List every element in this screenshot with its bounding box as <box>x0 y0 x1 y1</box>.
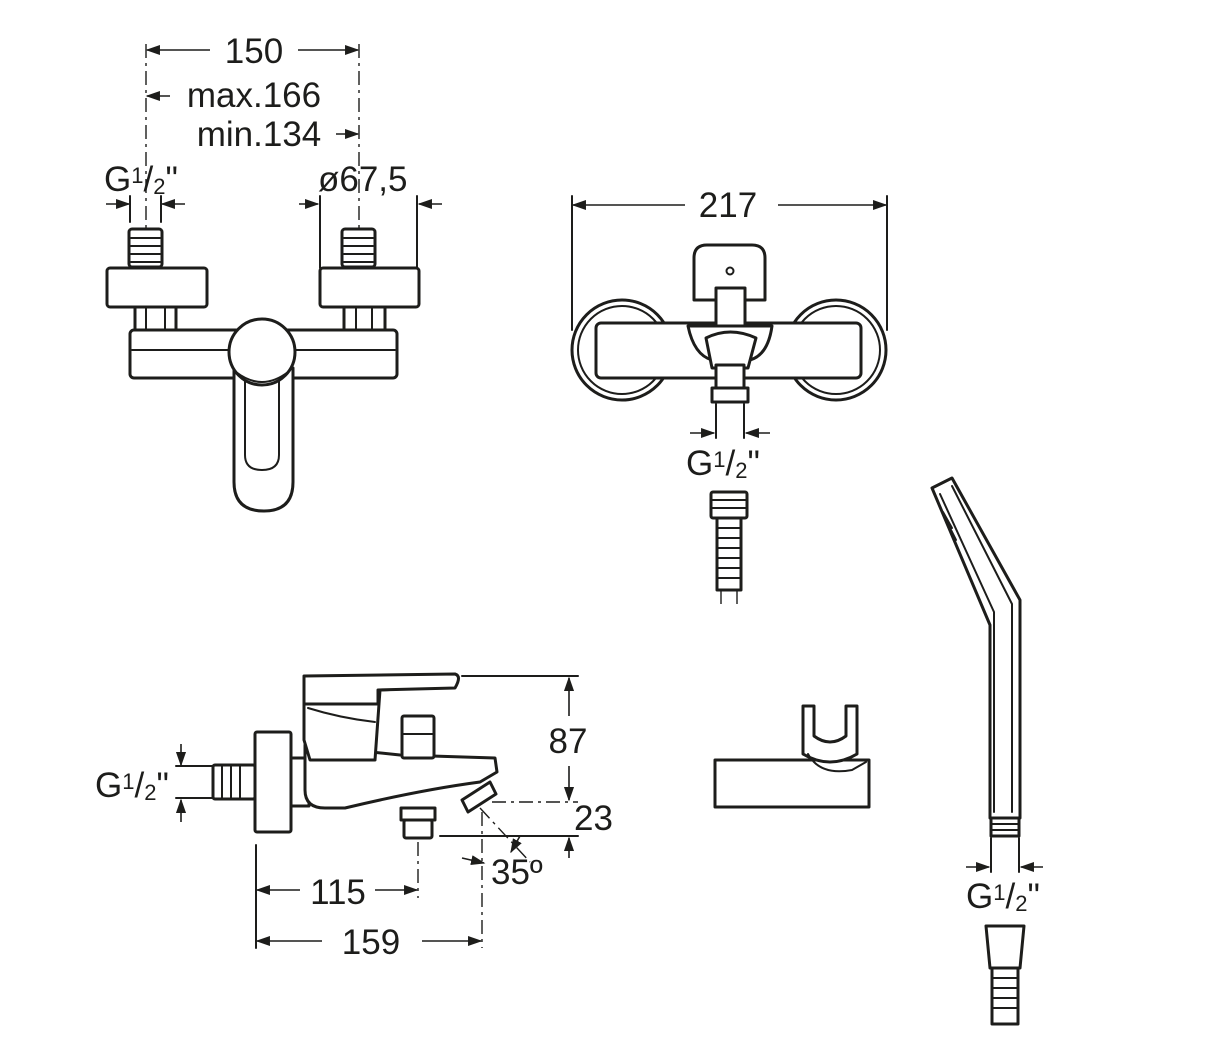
hand-shower: G1/2" <box>930 476 1043 1026</box>
top-view: 150 max.166 min.134 G1/2" ø67,5 <box>104 32 442 513</box>
dim-23-label: 23 <box>574 799 613 838</box>
wall-bracket <box>713 704 871 809</box>
hose-nut-front <box>709 490 749 520</box>
shower-head <box>930 476 1022 820</box>
flange-left <box>105 266 209 309</box>
dim-35-label: 35º <box>491 853 543 892</box>
bracket-bar <box>713 758 871 809</box>
dim-87-label: 87 <box>549 722 588 761</box>
dim-159-label: 159 <box>342 923 400 962</box>
spout-top <box>232 366 295 513</box>
side-connector <box>211 763 257 801</box>
front-view: 217 G1/2" <box>570 186 888 605</box>
thread-label-top-left: G1/2" <box>104 160 178 199</box>
dim-150-label: 150 <box>225 32 283 71</box>
flange-right <box>318 266 421 309</box>
lever-cap <box>227 317 297 387</box>
thread-label-front: G1/2" <box>686 444 760 483</box>
dim-max-166-label: max.166 <box>187 76 321 115</box>
bracket-holder <box>801 704 859 764</box>
dim-diameter-label: ø67,5 <box>318 160 408 199</box>
dim-217-label: 217 <box>699 186 757 225</box>
dim-115-label: 115 <box>310 873 366 912</box>
hose-cone <box>984 924 1026 970</box>
thread-label-shower: G1/2" <box>966 877 1040 916</box>
side-view: G1/2" 87 23 35º 115 159 <box>95 672 613 962</box>
side-flange <box>253 730 293 834</box>
thread-label-side: G1/2" <box>95 766 169 805</box>
dim-min-134-label: min.134 <box>197 115 322 154</box>
